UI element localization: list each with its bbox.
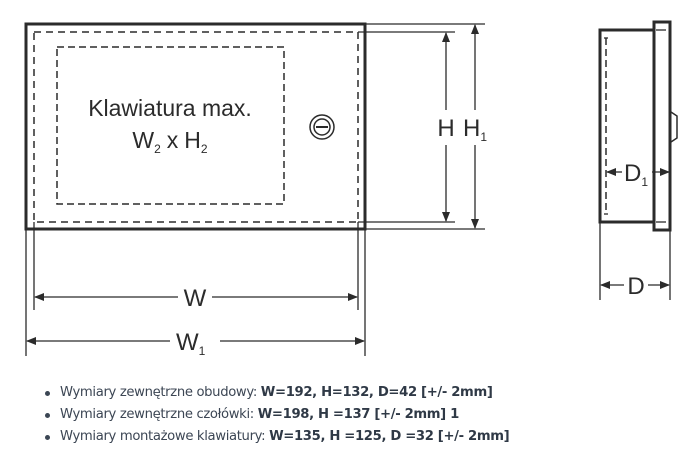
dim-h1-label: H1 (463, 115, 487, 144)
keyboard-label-line1: Klawiatura max. (88, 95, 252, 121)
width-dimensions (25, 222, 366, 356)
front-plate-outline (24, 22, 367, 231)
spec-item-front-plate: Wymiary zewnętrzne czołówki: W=198, H =1… (44, 404, 509, 426)
front-view (24, 22, 367, 231)
keyboard-area-dashed (56, 46, 285, 205)
depth-dimensions (599, 168, 671, 300)
dim-w1-label: W1 (176, 329, 206, 358)
spec-value: W=198, H =137 [+/- 2mm] 1 (257, 407, 460, 422)
spec-item-keyboard-mount: Wymiary montażowe klawiatury: W=135, H =… (44, 426, 510, 448)
spec-label: Wymiary zewnętrzne obudowy: (60, 385, 257, 400)
side-front-plate (652, 20, 672, 232)
dim-w-label: W (184, 285, 207, 312)
spec-item-housing: Wymiary zewnętrzne obudowy: W=192, H=132… (44, 382, 509, 404)
side-view (598, 20, 678, 232)
dim-d-label: D (627, 273, 644, 300)
lock-icon (309, 114, 335, 140)
height-dimensions (358, 23, 485, 230)
side-lock-bump (670, 111, 678, 143)
spec-label: Wymiary montażowe klawiatury: (60, 429, 266, 444)
dim-d1-label: D1 (624, 160, 648, 189)
spec-value: W=135, H =125, D =32 [+/- 2mm] (269, 429, 510, 444)
spec-value: W=192, H=132, D=42 [+/- 2mm] (260, 385, 493, 400)
spec-label: Wymiary zewnętrzne czołówki: (60, 407, 254, 422)
side-housing (598, 28, 656, 224)
housing-outline-dashed (33, 31, 359, 223)
specifications-list: Wymiary zewnętrzne obudowy: W=192, H=132… (40, 382, 510, 448)
dim-h-label: H (437, 115, 454, 142)
